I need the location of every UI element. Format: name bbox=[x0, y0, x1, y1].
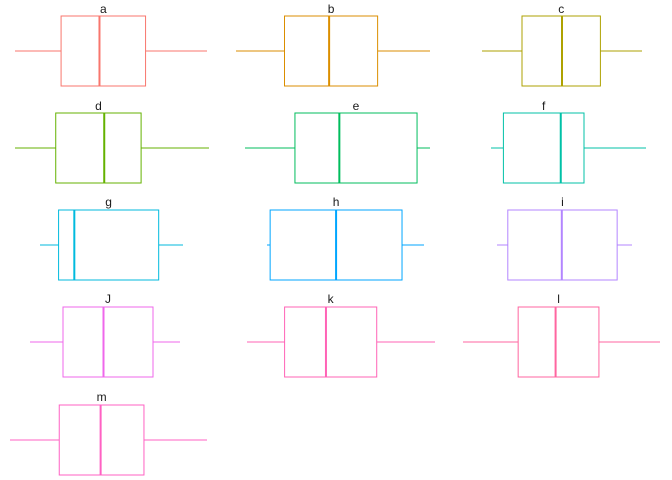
box-g bbox=[58, 209, 160, 281]
panel-title-i: i bbox=[561, 195, 564, 209]
panel-title-l: l bbox=[557, 292, 560, 306]
panel-a: a bbox=[15, 2, 207, 87]
panel-title-k: k bbox=[328, 292, 335, 306]
panel-title-h: h bbox=[333, 195, 340, 209]
panel-m: m bbox=[10, 390, 207, 476]
panel-i: i bbox=[497, 195, 632, 281]
panel-title-g: g bbox=[105, 195, 112, 209]
panel-k: k bbox=[247, 292, 435, 378]
panel-title-e: e bbox=[353, 99, 360, 113]
box-b bbox=[284, 15, 379, 87]
panel-J: J bbox=[30, 292, 180, 378]
panel-e: e bbox=[245, 99, 430, 184]
panel-h: h bbox=[267, 195, 424, 281]
panel-title-b: b bbox=[328, 2, 335, 16]
panel-g: g bbox=[40, 195, 183, 281]
panel-c: c bbox=[482, 2, 642, 87]
panel-b: b bbox=[236, 2, 430, 87]
panel-l: l bbox=[463, 292, 660, 378]
panel-title-m: m bbox=[97, 390, 107, 404]
box-e bbox=[294, 112, 418, 184]
panel-title-d: d bbox=[95, 99, 102, 113]
panel-f: f bbox=[491, 99, 646, 184]
panel-title-c: c bbox=[558, 2, 564, 16]
panel-title-f: f bbox=[542, 99, 546, 113]
box-f bbox=[502, 112, 585, 184]
box-l bbox=[517, 306, 600, 378]
box-d bbox=[55, 112, 142, 184]
box-k bbox=[284, 306, 378, 378]
panel-title-a: a bbox=[100, 2, 107, 16]
panel-d: d bbox=[15, 99, 209, 184]
panel-title-J: J bbox=[105, 292, 111, 306]
box-a bbox=[60, 15, 147, 87]
box-J bbox=[62, 306, 154, 378]
